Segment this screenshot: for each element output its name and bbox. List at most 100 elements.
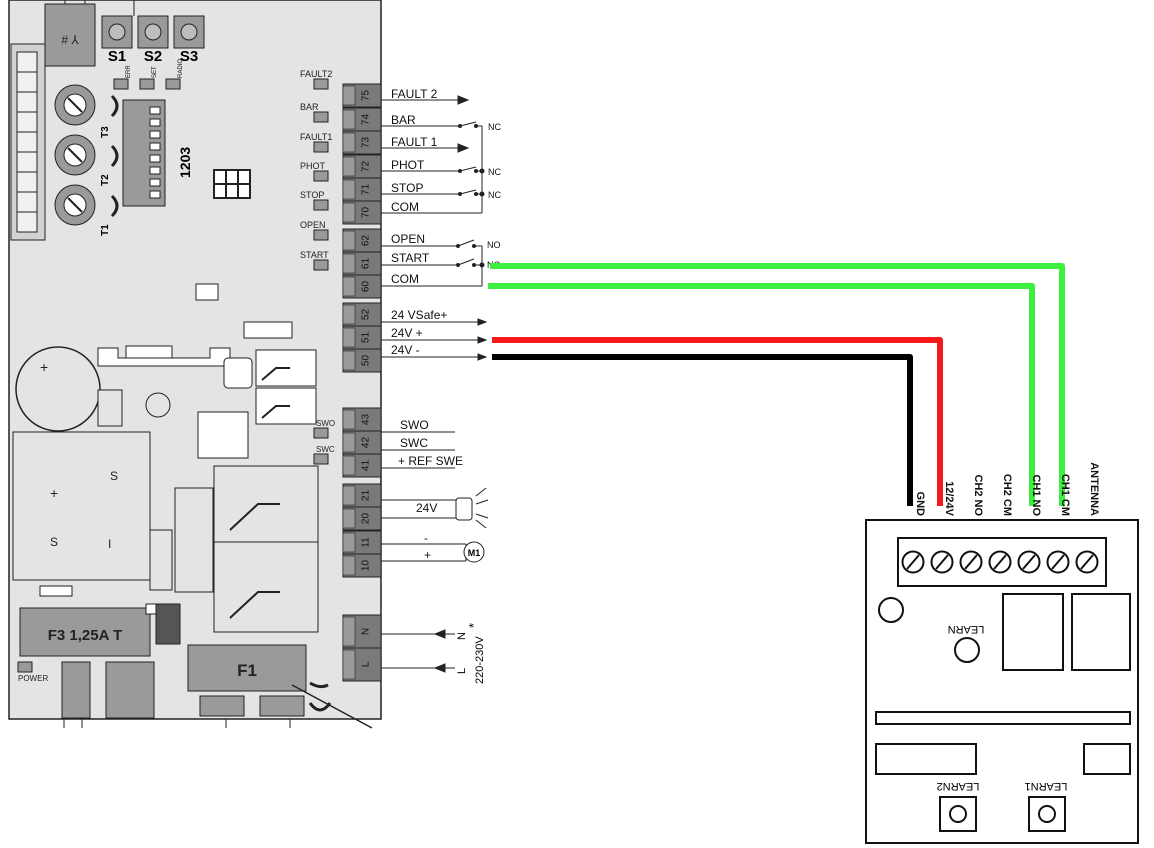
fuse-f3-label: F3 1,25A T [48, 627, 122, 644]
led-open-label: OPEN [300, 220, 326, 230]
lamp-icon [455, 487, 489, 529]
terminal-70-label: 70 [361, 207, 372, 219]
wire-green-com [488, 283, 1035, 506]
terminal-71: 71 [342, 177, 382, 202]
label-no-open: NO [487, 240, 501, 250]
label-nc-phot: NC [488, 167, 501, 177]
led-set-label: SET [152, 66, 158, 78]
terminal-70: 70 [342, 200, 382, 225]
button-s1: S1 [101, 15, 133, 65]
receiver-label-ch2-no: CH2 NO [972, 474, 984, 516]
colored-wires [488, 263, 1065, 506]
dip-switch: 1203 [122, 99, 193, 207]
label-fault2: FAULT 2 [391, 87, 438, 101]
receiver-label-ch2-cm: CH2 CM [1001, 474, 1013, 516]
svg-text:+: + [40, 359, 48, 375]
terminal-71-label: 71 [361, 184, 372, 196]
terminal-62-label: 62 [361, 235, 372, 247]
terminal-60: 60 [342, 274, 382, 299]
terminal-20-label: 20 [361, 513, 372, 525]
control-board: # ⅄ S1 S2 S3 ERR SET RADIO [8, 0, 382, 729]
label-24v-plus: 24V + [391, 326, 423, 340]
motor-label: M1 [468, 548, 481, 558]
slot-marks: # ⅄ [61, 33, 79, 47]
learn-label: LEARN [948, 623, 985, 635]
svg-text:S: S [110, 469, 118, 483]
label-vsafe: 24 VSafe+ [391, 308, 447, 322]
trimmer-t2-label: T2 [100, 174, 111, 186]
terminal-10-label: 10 [361, 560, 372, 572]
led-swc-label: SWC [316, 445, 335, 454]
svg-text:+: + [50, 485, 58, 501]
terminal-11: 11 [342, 530, 382, 555]
terminal-50: 50 [342, 348, 382, 373]
receiver-terminal-ch2-cm [988, 550, 1012, 574]
led-start-label: START [300, 250, 329, 260]
label-swo: SWO [400, 418, 429, 432]
label-24v-minus: 24V - [391, 343, 420, 357]
terminal-51-label: 51 [361, 332, 372, 344]
terminal-52-label: 52 [361, 309, 372, 321]
label-motor-plus: + [424, 548, 431, 562]
label-motor-minus: - [424, 531, 428, 545]
terminal-74: 74 [342, 107, 382, 132]
terminal-41: 41 [342, 453, 382, 478]
label-fault1: FAULT 1 [391, 135, 438, 149]
svg-text:I: I [108, 537, 111, 551]
terminal-62: 62 [342, 228, 382, 253]
led-bar-label: BAR [300, 102, 319, 112]
radio-receiver: LEARN LEARN2 LEARN1 [865, 519, 1139, 844]
led-fault1-label: FAULT1 [300, 132, 332, 142]
learn1-label: LEARN1 [1025, 780, 1068, 792]
terminal-21: 21 [342, 483, 382, 508]
label-start: START [391, 251, 430, 265]
signal-labels: FAULT 2 BAR FAULT 1 PHOT STOP COM OPEN S… [391, 87, 463, 562]
trimmer-t1-label: T1 [100, 224, 111, 236]
receiver-terminal-12-24v [930, 550, 954, 574]
trimmer-t3: T3 [54, 84, 111, 138]
label-phot: PHOT [391, 158, 425, 172]
terminal-73: 73 [342, 130, 382, 155]
button-s1-label: S1 [108, 48, 126, 65]
led-fault2-label: FAULT2 [300, 69, 332, 79]
trimmer-t3-label: T3 [100, 126, 111, 138]
label-swc: SWC [400, 436, 428, 450]
wire-red-24v-plus [492, 337, 943, 506]
trimmer-t1: T1 [54, 184, 111, 236]
label-mains-n: N [456, 632, 468, 640]
label-bar: BAR [391, 113, 416, 127]
svg-text:S: S [50, 535, 58, 549]
receiver-terminal-ch2-no [959, 550, 983, 574]
label-mains-voltage: 220-230V [474, 636, 486, 684]
label-nc-bar: NC [488, 122, 501, 132]
label-lamp-24v: 24V [416, 501, 437, 515]
button-s3: S3 [173, 15, 205, 65]
wire-black-24v-minus [492, 354, 913, 506]
terminal-60-label: 60 [361, 281, 372, 293]
label-mains-l: L [456, 668, 468, 674]
wire-green-start [490, 263, 1065, 506]
led-radio-label: RADIO [178, 59, 184, 78]
contact-type-labels: NC NC NC NO NO [487, 122, 501, 270]
label-stop: STOP [391, 181, 423, 195]
terminal-75: 75 [342, 83, 382, 108]
fuse-f1-label: F1 [237, 661, 257, 680]
learn1-button [1028, 796, 1066, 832]
terminal-52: 52 [342, 302, 382, 327]
terminal-N: N [342, 614, 382, 649]
led-swo-label: SWO [316, 419, 335, 428]
label-com2: COM [391, 272, 419, 286]
learn-button [954, 637, 980, 663]
terminal-50-label: 50 [361, 355, 372, 367]
button-s3-label: S3 [180, 48, 198, 65]
terminal-43: 43 [342, 407, 382, 432]
receiver-label-gnd: GND [914, 492, 926, 517]
button-s2: S2 [137, 15, 169, 65]
motor-icon: M1 [463, 541, 485, 563]
receiver-terminals [901, 550, 1099, 574]
led-stop-label: STOP [300, 190, 324, 200]
terminal-10: 10 [342, 553, 382, 578]
terminal-75-label: 75 [361, 90, 372, 102]
receiver-terminal-ch1-no [1017, 550, 1041, 574]
